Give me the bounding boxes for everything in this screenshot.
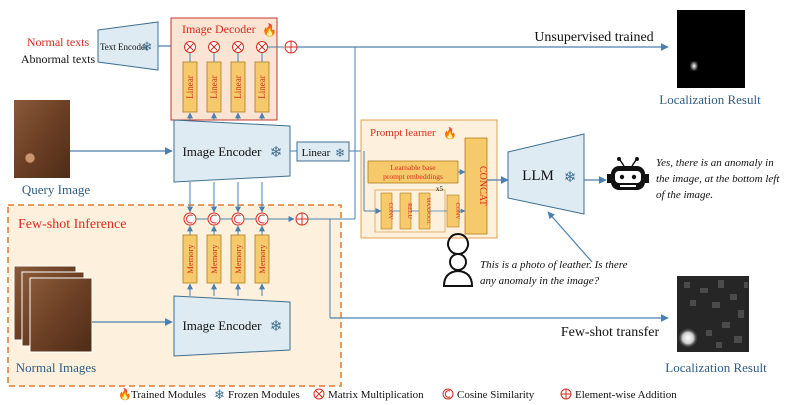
image-encoder-top-label: Image Encoder [182,144,262,159]
cosine-icon [442,388,454,400]
conv-label: CONV [387,202,393,220]
linear-module: Linear [182,61,198,113]
concat-box [464,137,488,235]
embeddings-line2: prompt embeddings [383,172,443,181]
snowflake-icon: ❄ [142,39,153,54]
addition-icon [295,212,309,226]
linear-box-label: Linear [302,147,331,159]
matmul-icon [208,41,220,53]
anomaly-spot [690,61,698,71]
memory-label: Memory [233,244,243,274]
snowflake-icon: ❄ [214,387,225,402]
matmul-icon [184,41,196,53]
answer-line1: Yes, there is an anomaly in [656,157,774,169]
llm-answer: Yes, there is an anomaly in the image, a… [656,157,780,201]
abnormal-texts-label: Abnormal texts [21,52,96,66]
cosine-icon [207,212,221,226]
matmul-icon [256,41,268,53]
memory-modules: Memory Memory Memory Memory [182,234,270,284]
matmul-icon [313,388,325,400]
fewshot-title: Few-shot Inference [18,217,126,232]
legend-addition: Element-wise Addition [575,389,677,401]
image-encoder-bottom: Image Encoder ❄ [173,295,291,357]
image-decoder-title: Image Decoder [182,22,256,36]
linear-label: Linear [185,75,195,98]
prompt-learner-title: Prompt learner [370,127,436,139]
legend-cosine: Cosine Similarity [457,389,535,401]
normal-texts-label: Normal texts [27,35,90,49]
image-encoder-top: Image Encoder ❄ [173,119,291,183]
text-encoder-label: Text Encoder [100,42,148,52]
answer-line3: of the image. [656,189,713,201]
snowflake-icon: ❄ [335,146,345,160]
anomaly-spot [677,327,699,349]
matmul-row [184,41,268,53]
defect-spot [24,152,36,164]
normal-images: Normal Images [13,265,97,375]
cosine-row [183,212,269,226]
noise-texture [684,280,748,348]
llm: LLM ❄ [507,133,585,215]
localization-result-top: Localization Result [659,10,761,107]
question-line2: any anomaly in the image? [480,275,600,287]
legend-frozen: Frozen Modules [228,389,300,401]
memory-label: Memory [209,244,219,274]
matmul-icon [232,41,244,53]
flame-icon: 🔥 [443,127,457,140]
addition-icon [284,40,298,54]
memory-module: Memory [182,234,198,284]
linear-label: Linear [209,75,219,98]
query-image-label: Query Image [22,182,90,197]
user-icon [442,233,474,287]
linear-label: Linear [257,75,267,98]
normal-images-label: Normal Images [16,360,97,375]
flame-icon: 🔥 [262,23,277,37]
localization-label-bottom: Localization Result [665,360,767,375]
memory-label: Memory [257,244,267,274]
localization-label-top: Localization Result [659,92,761,107]
relu-label: RELU [406,203,412,219]
repeat-label: x5 [436,185,444,193]
memory-module: Memory [206,234,222,284]
linear-box: Linear ❄ [296,141,350,162]
memory-module: Memory [254,234,270,284]
legend-matmul: Matrix Multiplication [328,389,424,401]
memory-label: Memory [185,244,195,274]
embeddings-line1: Learnable base [390,163,436,172]
maxpool-label: MAXPOOL [425,197,431,225]
linear-module: Linear [230,61,246,113]
snowflake-icon: ❄ [270,145,283,161]
addition-icon [560,388,572,400]
llm-label: LLM [522,168,554,184]
concat-label: CONCAT [477,166,488,206]
linear-label: Linear [233,75,243,98]
snowflake-icon: ❄ [564,170,577,186]
conv-label-2: CONV [454,202,460,220]
linear-module: Linear [254,61,270,113]
cosine-icon [183,212,197,226]
image-decoder: Image Decoder 🔥 Linear Linear Linear Lin… [170,17,278,121]
cosine-icon [255,212,269,226]
linear-module: Linear [206,61,222,113]
answer-line2: the image, at the bottom left [656,173,780,185]
memory-module: Memory [230,234,246,284]
query-image: Query Image [14,100,90,197]
image-encoder-bottom-label: Image Encoder [182,318,262,333]
legend: 🔥 Trained Modules ❄ Frozen Modules Matri… [118,387,677,402]
question-line1: This is a photo of leather. Is there [480,259,628,271]
text-inputs: Normal texts Abnormal texts [21,35,96,66]
cosine-icon [231,212,245,226]
user-question: This is a photo of leather. Is there any… [442,233,628,287]
flame-icon: 🔥 [118,388,132,401]
unsupervised-label: Unsupervised trained [534,30,653,45]
robot-icon [607,157,649,190]
text-encoder: Text Encoder ❄ [97,21,159,71]
snowflake-icon: ❄ [270,319,283,335]
legend-trained: Trained Modules [131,389,206,401]
fewshot-transfer-label: Few-shot transfer [561,325,660,340]
localization-result-bottom: Localization Result [665,276,767,375]
prompt-learner: Prompt learner 🔥 Learnable base prompt e… [360,119,498,239]
